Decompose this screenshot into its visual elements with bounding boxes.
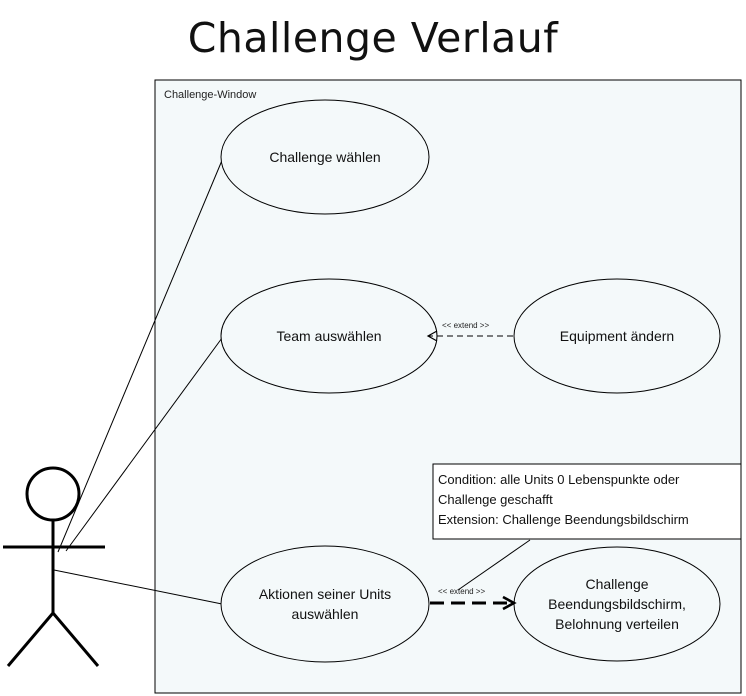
use-case-aktionen: Aktionen seiner Units auswählen: [221, 546, 429, 662]
extend-label-equipment: << extend >>: [442, 321, 490, 330]
actor-stick-figure: [3, 466, 105, 667]
use-case-label: Team auswählen: [276, 328, 382, 344]
use-case-team-auswaehlen: Team auswählen: [221, 279, 437, 393]
use-case-equipment-aendern-ellipse: [513, 278, 721, 394]
condition-note-box: [432, 463, 742, 540]
use-case-beendung: Challenge Beendungsbildschirm, Belohnung…: [514, 547, 720, 661]
association-line-challenge: [57, 157, 224, 553]
use-case-label-line1: Challenge: [585, 576, 649, 592]
use-case-equipment-aendern: Equipment ändern: [514, 279, 720, 393]
note-line3: Extension: Challenge Beendungsbildschirm: [438, 512, 689, 527]
use-case-challenge-waehlen: Challenge wählen: [221, 100, 429, 214]
use-case-aktionen-ellipse: [220, 545, 430, 663]
condition-note-text: Condition: alle Units 0 Lebenspunkte ode…: [438, 470, 738, 530]
use-case-label: Challenge wählen: [269, 149, 381, 165]
use-case-label-line3: Belohnung verteilen: [555, 616, 679, 632]
note-line2: Challenge geschafft: [438, 492, 553, 507]
page-title: Challenge Verlauf: [187, 14, 559, 62]
association-line-aktionen: [53, 569, 223, 605]
note-anchor-line: [457, 539, 531, 591]
use-case-challenge-waehlen-ellipse: [220, 99, 430, 215]
use-case-label: Equipment ändern: [559, 328, 675, 344]
association-line-team: [65, 337, 223, 552]
use-case-label-line2: auswählen: [291, 606, 359, 622]
extend-label-beendung: << extend >>: [438, 587, 486, 596]
system-boundary-label: Challenge-Window: [164, 89, 257, 101]
note-line1: Condition: alle Units 0 Lebenspunkte ode…: [438, 472, 680, 487]
actor-head: [25, 466, 81, 522]
use-case-label-line2: Beendungsbildschirm,: [548, 596, 686, 612]
use-case-label-line1: Aktionen seiner Units: [258, 586, 392, 602]
